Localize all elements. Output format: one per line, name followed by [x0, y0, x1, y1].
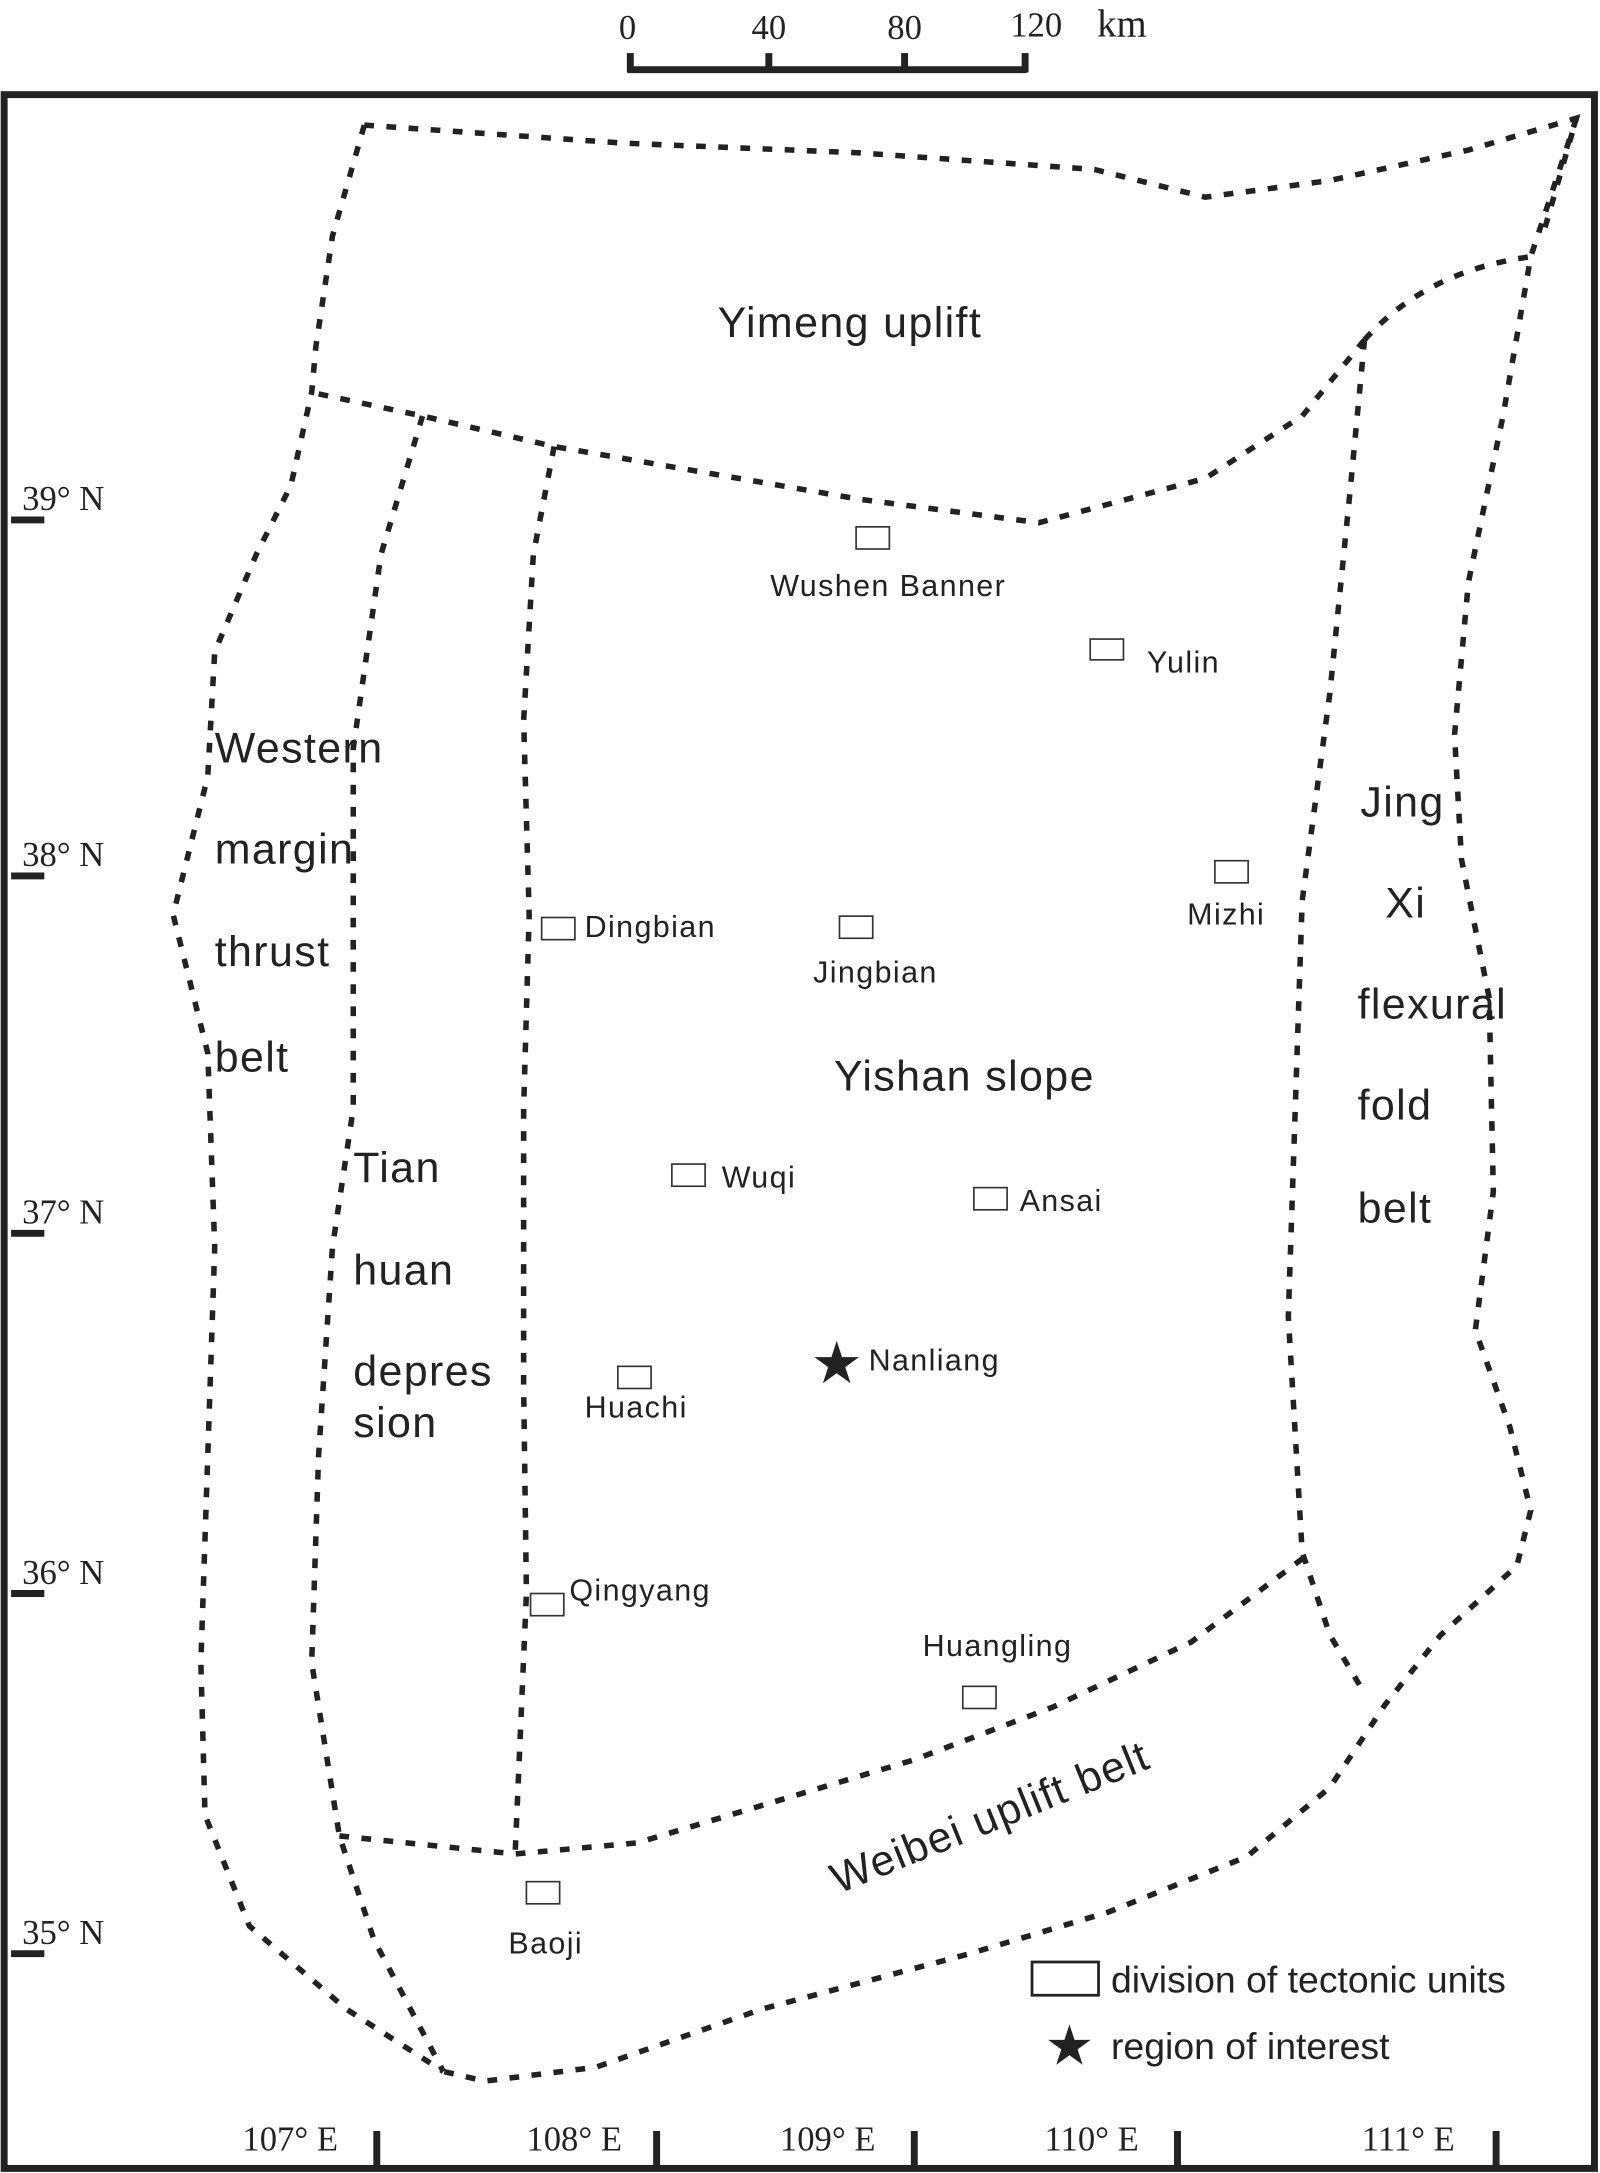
- legend-box-icon: [1030, 1960, 1100, 1997]
- unit-label-western: thrust: [215, 928, 331, 976]
- place-label-yulin: Yulin: [1147, 645, 1220, 679]
- scale-label: 40: [752, 9, 787, 47]
- unit-label-western: Western: [215, 724, 384, 772]
- place-label-huangling: Huangling: [923, 1629, 1073, 1663]
- latitude-label: 35° N: [22, 1914, 104, 1952]
- unit-label-yishan: Yishan slope: [834, 1053, 1095, 1101]
- place-label-qingyang: Qingyang: [569, 1573, 711, 1607]
- unit-label-yimeng: Yimeng uplift: [718, 299, 983, 347]
- scale-label: 80: [887, 9, 922, 47]
- unit-label-tianhuan: huan: [353, 1247, 454, 1295]
- map-frame: [0, 91, 1598, 2172]
- place-label-baoji: Baoji: [508, 1927, 583, 1961]
- star-icon: ★: [811, 1329, 863, 1397]
- latitude-label: 39° N: [22, 480, 104, 518]
- longitude-label: 111° E: [1362, 2120, 1455, 2158]
- legend: ★ division of tectonic units region of i…: [1030, 1958, 1506, 2079]
- place-label-nanliang: Nanliang: [869, 1343, 1000, 1377]
- place-label-mizhi: Mizhi: [1187, 897, 1265, 931]
- unit-label-western: margin: [215, 825, 355, 873]
- legend-label-units: division of tectonic units: [1111, 1958, 1506, 2000]
- place-label-huachi: Huachi: [585, 1391, 688, 1425]
- place-label-wuqi: Wuqi: [722, 1161, 796, 1195]
- longitude-label: 109° E: [780, 2120, 876, 2158]
- unit-label-jingxi: Xi: [1385, 879, 1426, 927]
- unit-label-jingxi: Jing: [1360, 778, 1444, 826]
- unit-label-tianhuan: sion: [353, 1399, 437, 1447]
- legend-label-interest: region of interest: [1111, 2025, 1390, 2067]
- city-marker: [838, 915, 874, 940]
- place-markers: ★: [525, 526, 1249, 1905]
- city-marker: [540, 916, 576, 941]
- city-marker: [529, 1592, 565, 1617]
- unit-label-tianhuan: depres: [353, 1348, 493, 1396]
- city-marker: [525, 1880, 561, 1905]
- scale-label: 0: [619, 9, 636, 47]
- unit-label-weibei: Weibei uplift belt: [824, 1732, 1156, 1904]
- city-marker: [973, 1186, 1008, 1211]
- place-label-wushen: Wushen Banner: [770, 569, 1006, 603]
- city-marker: [855, 526, 891, 550]
- city-marker: [671, 1163, 706, 1188]
- latitude-label: 38° N: [22, 836, 104, 874]
- legend-star-icon: ★: [1045, 2015, 1095, 2079]
- place-label-dingbian: Dingbian: [585, 910, 716, 944]
- tectonic-boundaries: [170, 114, 1581, 2084]
- longitude-label: 108° E: [526, 2120, 622, 2158]
- longitude-axis: [373, 2131, 1500, 2169]
- place-label-jingbian: Jingbian: [813, 956, 938, 990]
- unit-label-western: belt: [215, 1033, 290, 1081]
- city-marker: [1214, 859, 1249, 884]
- unit-label-jingxi: flexural: [1358, 981, 1507, 1029]
- unit-label-tianhuan: Tian: [353, 1144, 440, 1192]
- longitude-label: 107° E: [242, 2120, 338, 2158]
- scale-unit: km: [1097, 2, 1147, 45]
- place-label-ansai: Ansai: [1020, 1184, 1103, 1218]
- scale-bar: 0 40 80 120 km: [619, 2, 1147, 74]
- city-marker: [1089, 638, 1125, 661]
- latitude-label: 36° N: [22, 1554, 104, 1592]
- scale-label: 120: [1010, 6, 1062, 44]
- city-marker: [617, 1365, 652, 1390]
- city-marker: [961, 1685, 997, 1710]
- longitude-label: 110° E: [1045, 2120, 1139, 2158]
- latitude-label: 37° N: [22, 1194, 104, 1232]
- unit-label-jingxi: belt: [1358, 1184, 1433, 1232]
- latitude-axis: [11, 516, 45, 1958]
- unit-label-jingxi: fold: [1358, 1082, 1433, 1130]
